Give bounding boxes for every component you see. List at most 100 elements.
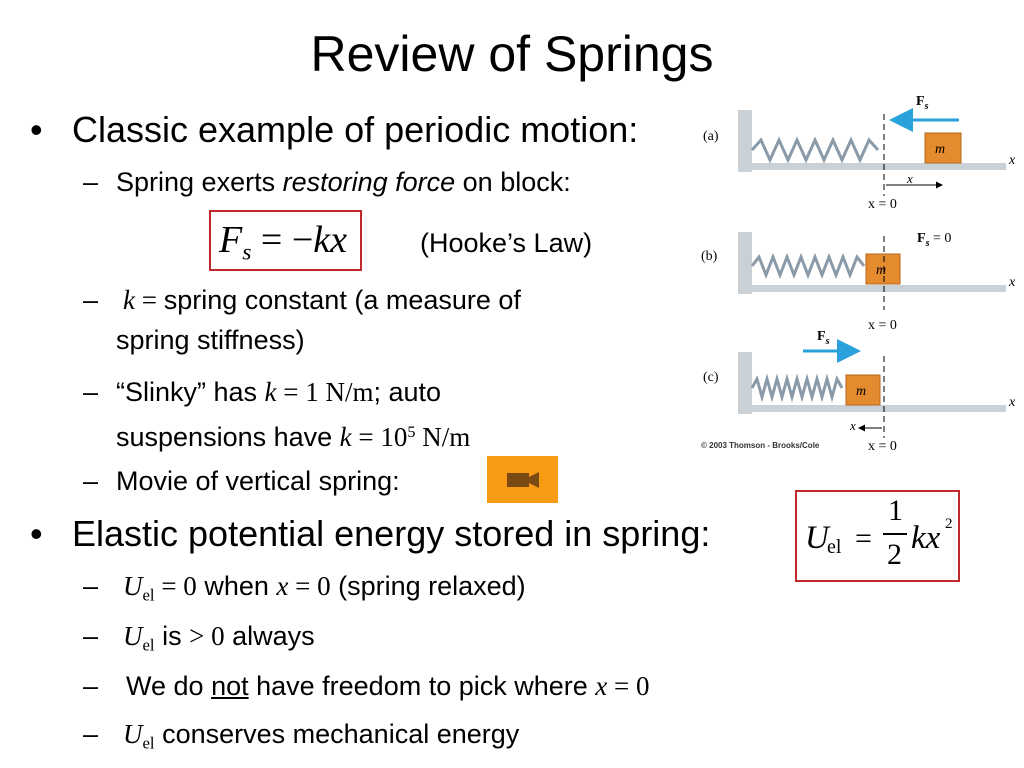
svg-text:Fs: Fs (817, 329, 830, 347)
sub-movie: – Movie of vertical spring: (83, 464, 400, 498)
text-pre: We do (126, 671, 212, 701)
panel-a: (a) m Fs x x x = 0 (703, 94, 1016, 212)
dash-glyph: – (83, 466, 99, 496)
panel-a-label: (a) (703, 129, 719, 144)
text-pre: Spring exerts (116, 167, 283, 197)
force-label: F (817, 329, 826, 344)
wall (738, 110, 752, 172)
sub-u-positive: – Uel is > 0 always (83, 619, 315, 654)
dash-glyph: – (83, 377, 99, 407)
bullet-periodic-motion: • Classic example of periodic motion: (30, 109, 638, 151)
movie-button[interactable] (487, 456, 558, 503)
floor (738, 285, 1006, 292)
bullet-glyph: • (30, 109, 43, 150)
force-sub: s (925, 238, 930, 249)
exponent: 5 (407, 423, 416, 441)
text: Movie of vertical spring: (116, 466, 400, 496)
text-post: on block: (455, 167, 571, 197)
eq-zero-b: = 0 (288, 571, 331, 601)
mass-label: m (876, 263, 886, 278)
energy-formula-box: U el = 1 2 kx 2 (795, 490, 960, 582)
text-pre: “Slinky” has (116, 377, 265, 407)
text-post: (spring relaxed) (330, 571, 526, 601)
spring-figure: (a) m Fs x x x = 0 (b) m Fs = 0 x x = 0 (695, 86, 1023, 458)
force-zero: = 0 (929, 231, 951, 246)
text-post: ; auto (373, 377, 442, 407)
dash-glyph: – (83, 571, 99, 601)
video-camera-icon (507, 472, 539, 488)
svg-text:Fs = 0: Fs = 0 (917, 231, 951, 249)
bullet-text: Elastic potential energy stored in sprin… (72, 513, 711, 554)
text-post: have freedom to pick where (248, 671, 596, 701)
formula-s: s (242, 239, 252, 266)
axis-label: x (1008, 275, 1016, 290)
displacement-label: x (906, 171, 913, 186)
spring (750, 136, 880, 164)
u-symbol: U (123, 719, 143, 749)
bullet-glyph: • (30, 513, 43, 554)
mass-label: m (856, 384, 866, 399)
text-post: conserves mechanical energy (154, 719, 520, 749)
figure-credit: © 2003 Thomson - Brooks/Cole (701, 441, 820, 450)
panel-b: (b) m Fs = 0 x x = 0 (701, 231, 1016, 333)
eq-zero: = 0 (607, 671, 650, 701)
sub-conserves: – Uel conserves mechanical energy (83, 717, 519, 752)
formula-el: el (827, 536, 842, 558)
dash-glyph: – (83, 167, 99, 197)
unit: N/m (415, 421, 471, 452)
el-subscript: el (142, 733, 155, 753)
mass-label: m (935, 142, 945, 157)
block (924, 132, 962, 164)
text-post: always (224, 621, 315, 651)
svg-text:Fs: Fs (916, 94, 929, 112)
formula-u: U (805, 520, 829, 556)
x-symbol: x (276, 571, 289, 601)
value: = 1 N/m (276, 377, 374, 407)
text-not: not (211, 671, 249, 701)
dash-glyph: – (83, 621, 99, 651)
el-subscript: el (142, 635, 155, 655)
sub-slinky: – “Slinky” has k = 1 N/m; auto (83, 375, 441, 409)
eq-zero: = 0 (154, 571, 197, 601)
slide-title: Review of Springs (310, 26, 714, 82)
text-em: restoring force (282, 167, 456, 197)
force-sub: s (924, 101, 929, 112)
spring (750, 373, 844, 403)
k-symbol: k (264, 377, 277, 407)
panel-c: (c) m Fs x x x = 0 (703, 329, 1016, 454)
k-symbol: k (339, 421, 352, 452)
formula-f: F (219, 219, 243, 261)
el-subscript: el (142, 585, 155, 605)
block (865, 253, 901, 285)
axis-label: x (1008, 153, 1016, 168)
floor (738, 163, 1006, 170)
fraction-bar (883, 533, 907, 535)
dash-glyph: – (83, 671, 99, 701)
hooke-formula-box: Fs = −kx (209, 210, 362, 271)
panel-b-label: (b) (701, 249, 718, 264)
displacement-label: x (849, 418, 856, 433)
sub-slinky-line2: suspensions have k = 105 N/m (116, 415, 470, 454)
bullet-text: Classic example of periodic motion: (72, 109, 639, 150)
x0-label: x = 0 (868, 439, 897, 454)
gt-zero: > 0 (189, 621, 225, 651)
panel-c-label: (c) (703, 370, 719, 385)
formula-eq: = − (251, 219, 314, 261)
x0-label: x = 0 (868, 318, 897, 333)
formula-num: 1 (888, 494, 903, 527)
spring (750, 252, 866, 280)
force-label: F (917, 231, 926, 246)
sub-u-zero: – Uel = 0 when x = 0 (spring relaxed) (83, 569, 526, 604)
dash-glyph: – (83, 285, 99, 315)
formula-kx: kx (313, 219, 347, 261)
u-symbol: U (123, 571, 143, 601)
x0-label: x = 0 (868, 197, 897, 212)
spring-diagram: (a) m Fs x x x = 0 (b) m Fs = 0 x x = 0 (701, 94, 1016, 454)
formula-den: 2 (887, 538, 902, 571)
text-is: is (154, 621, 190, 651)
formula-exp: 2 (945, 516, 953, 532)
wall (738, 352, 752, 414)
force-label: F (916, 94, 925, 109)
formula-kx: kx (911, 520, 941, 556)
text-when: when (196, 571, 277, 601)
